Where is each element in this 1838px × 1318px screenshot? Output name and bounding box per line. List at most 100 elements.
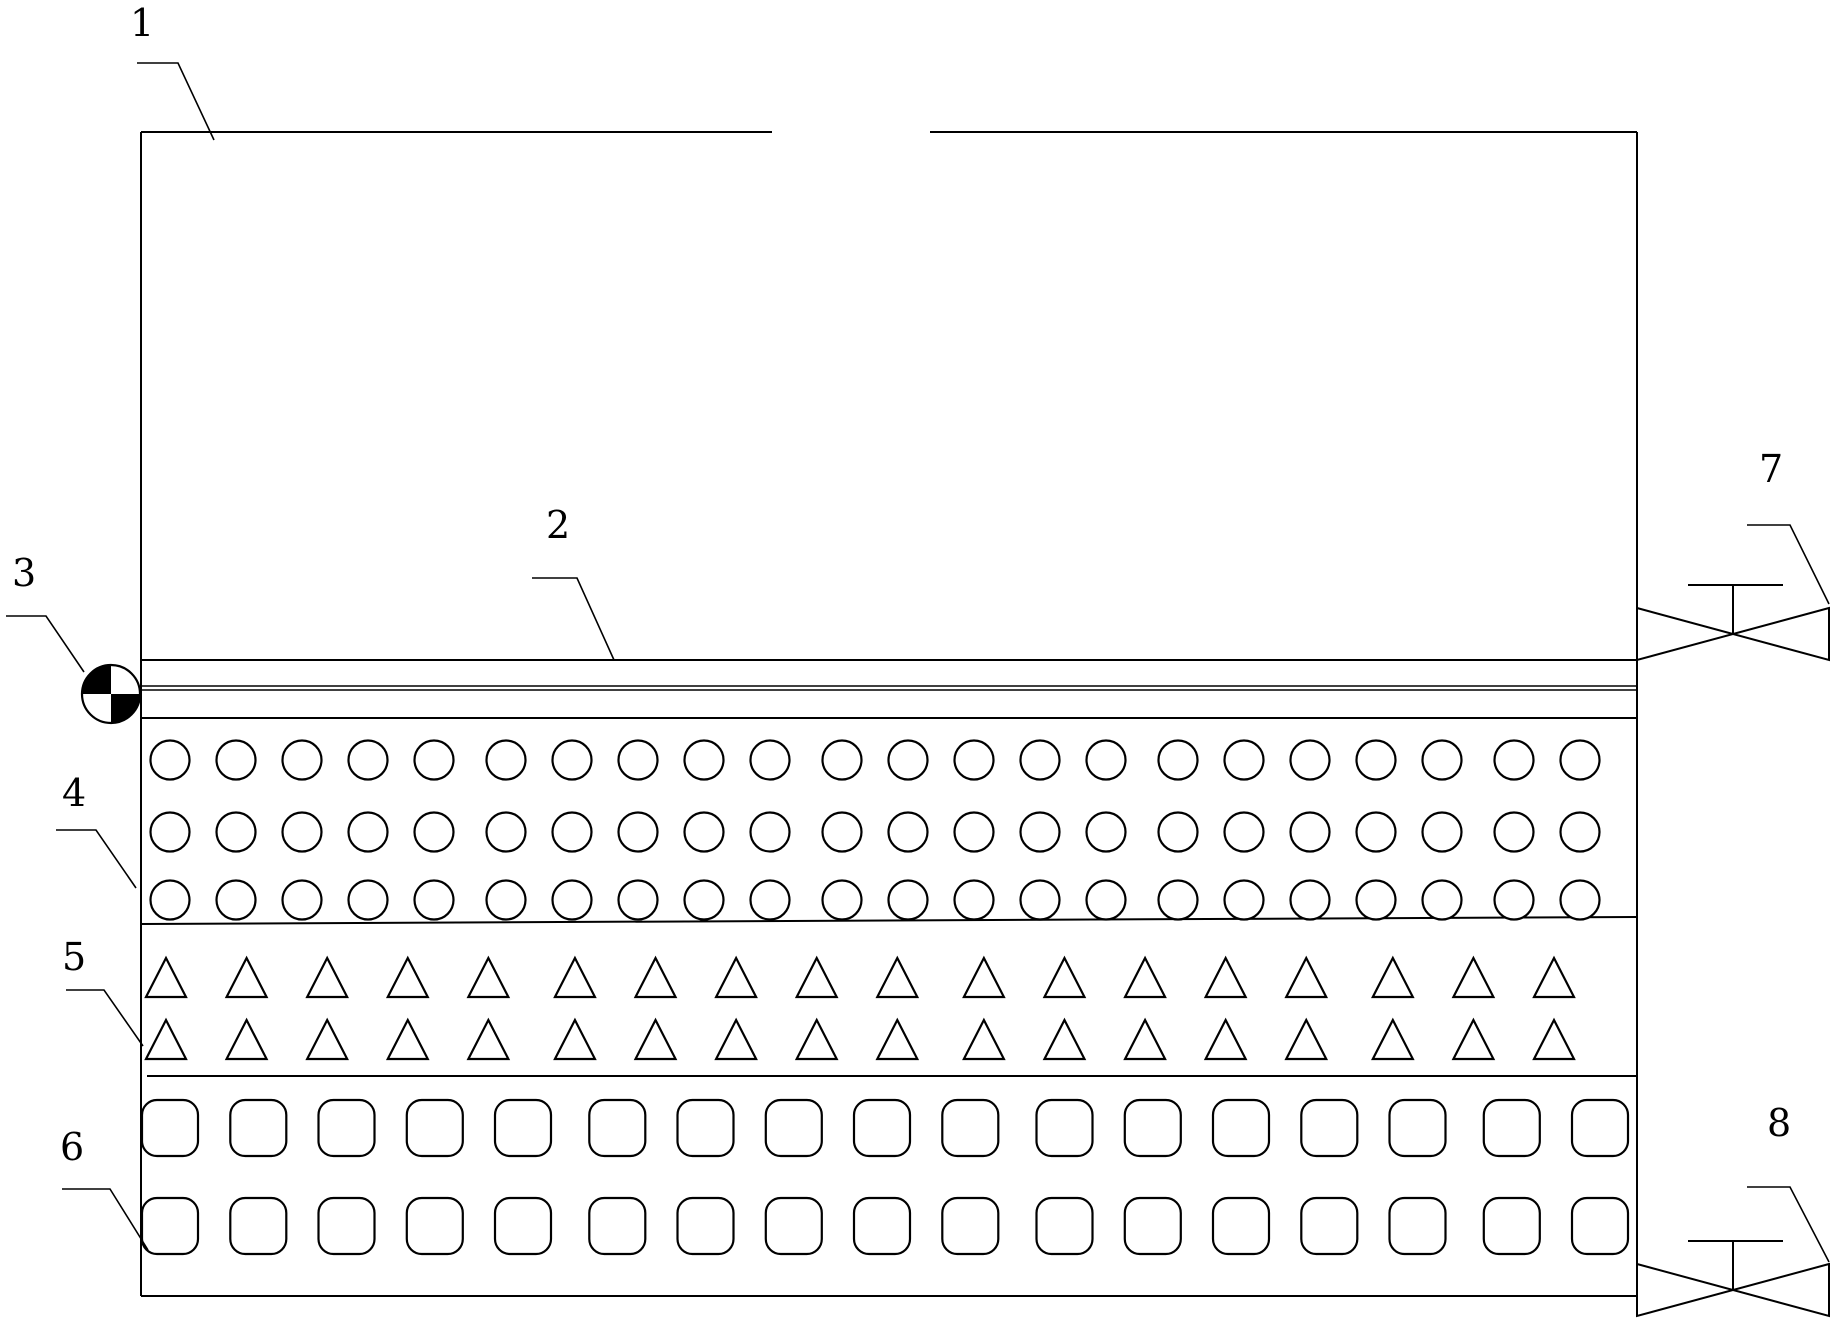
media-triangle bbox=[385, 955, 430, 999]
media-triangle bbox=[1284, 1017, 1329, 1061]
media-triangle bbox=[1203, 955, 1248, 999]
media-circle bbox=[215, 811, 257, 853]
media-rounded-square bbox=[588, 1098, 647, 1158]
layer-separator-4-5 bbox=[140, 916, 1638, 925]
media-circle bbox=[1355, 739, 1397, 781]
media-rounded-square bbox=[588, 1196, 647, 1256]
media-circle bbox=[1289, 739, 1331, 781]
media-circle bbox=[887, 739, 929, 781]
media-triangle bbox=[633, 955, 678, 999]
media-circle bbox=[347, 879, 389, 921]
media-triangle bbox=[794, 955, 839, 999]
media-circle bbox=[1289, 811, 1331, 853]
media-triangle bbox=[714, 955, 758, 999]
media-triangle bbox=[553, 955, 597, 999]
lower-valve-left-cone bbox=[1636, 1262, 1737, 1318]
media-triangle bbox=[466, 1017, 511, 1061]
media-triangle bbox=[1042, 955, 1087, 999]
filter-plate bbox=[141, 659, 1637, 719]
label-5: 5 bbox=[62, 935, 86, 979]
media-circle bbox=[617, 879, 659, 921]
media-triangle bbox=[962, 1017, 1006, 1061]
media-circle bbox=[413, 739, 455, 781]
leader-5 bbox=[66, 989, 144, 1047]
media-triangle bbox=[144, 955, 188, 999]
media-circle bbox=[413, 811, 455, 853]
media-triangle bbox=[305, 955, 349, 999]
label-6: 6 bbox=[60, 1125, 84, 1169]
media-triangle bbox=[875, 1017, 920, 1061]
media-circle bbox=[413, 879, 455, 921]
media-circle bbox=[749, 739, 791, 781]
media-triangle bbox=[385, 1017, 430, 1061]
media-circle bbox=[617, 811, 659, 853]
media-triangle bbox=[1284, 955, 1329, 999]
media-circle bbox=[551, 739, 593, 781]
media-triangle bbox=[224, 955, 269, 999]
media-circle bbox=[1157, 739, 1199, 781]
media-circle bbox=[1493, 739, 1535, 781]
media-circle bbox=[821, 879, 863, 921]
media-rounded-square bbox=[493, 1196, 553, 1256]
media-circle bbox=[1085, 879, 1127, 921]
leader-3 bbox=[6, 615, 85, 673]
media-circle bbox=[1421, 811, 1463, 853]
circle-media-layer bbox=[149, 739, 1601, 921]
leader-1 bbox=[137, 62, 215, 141]
media-rounded-square bbox=[764, 1098, 823, 1158]
media-circle bbox=[551, 879, 593, 921]
media-circle bbox=[1157, 811, 1199, 853]
tank-body bbox=[140, 131, 1638, 1297]
leader-2 bbox=[532, 577, 615, 661]
media-rounded-square bbox=[1035, 1196, 1094, 1256]
media-rounded-square bbox=[229, 1098, 288, 1158]
label-2: 2 bbox=[546, 503, 570, 547]
media-triangle bbox=[1532, 955, 1576, 999]
media-circle bbox=[281, 879, 323, 921]
media-circle bbox=[1157, 879, 1199, 921]
media-rounded-square bbox=[140, 1098, 200, 1158]
triangle-media-layer bbox=[144, 955, 1576, 1061]
media-rounded-square bbox=[1388, 1196, 1447, 1256]
media-circle bbox=[749, 811, 791, 853]
lower-valve bbox=[1636, 1240, 1830, 1318]
media-rounded-square bbox=[1388, 1098, 1447, 1158]
media-triangle bbox=[1451, 955, 1496, 999]
media-rounded-square bbox=[140, 1196, 200, 1256]
label-3: 3 bbox=[12, 551, 36, 595]
media-circle bbox=[1085, 811, 1127, 853]
media-triangle bbox=[224, 1017, 269, 1061]
media-rounded-square bbox=[676, 1098, 735, 1158]
media-rounded-square bbox=[317, 1098, 376, 1158]
media-circle bbox=[1355, 811, 1397, 853]
media-circle bbox=[887, 879, 929, 921]
rotating-joint-symbol bbox=[80, 663, 142, 725]
media-rounded-square bbox=[941, 1098, 1000, 1158]
media-circle bbox=[215, 879, 257, 921]
media-circle bbox=[149, 739, 191, 781]
media-circle bbox=[1223, 811, 1265, 853]
media-circle bbox=[347, 811, 389, 853]
media-circle bbox=[953, 879, 995, 921]
media-rounded-square bbox=[852, 1196, 912, 1256]
media-rounded-square bbox=[1035, 1098, 1094, 1158]
media-rounded-square bbox=[405, 1196, 464, 1256]
media-rounded-square bbox=[317, 1196, 376, 1256]
media-circle bbox=[821, 811, 863, 853]
media-rounded-square bbox=[1482, 1196, 1541, 1256]
media-triangle bbox=[1532, 1017, 1576, 1061]
media-triangle bbox=[1123, 1017, 1167, 1061]
media-rounded-square bbox=[229, 1196, 288, 1256]
media-circle bbox=[749, 879, 791, 921]
media-circle bbox=[1019, 879, 1061, 921]
media-circle bbox=[485, 879, 527, 921]
media-circle bbox=[683, 811, 725, 853]
media-triangle bbox=[1123, 955, 1167, 999]
media-circle bbox=[683, 739, 725, 781]
media-circle bbox=[821, 739, 863, 781]
media-triangle bbox=[633, 1017, 678, 1061]
media-circle bbox=[887, 811, 929, 853]
media-rounded-square bbox=[941, 1196, 1000, 1256]
label-8: 8 bbox=[1767, 1101, 1791, 1145]
